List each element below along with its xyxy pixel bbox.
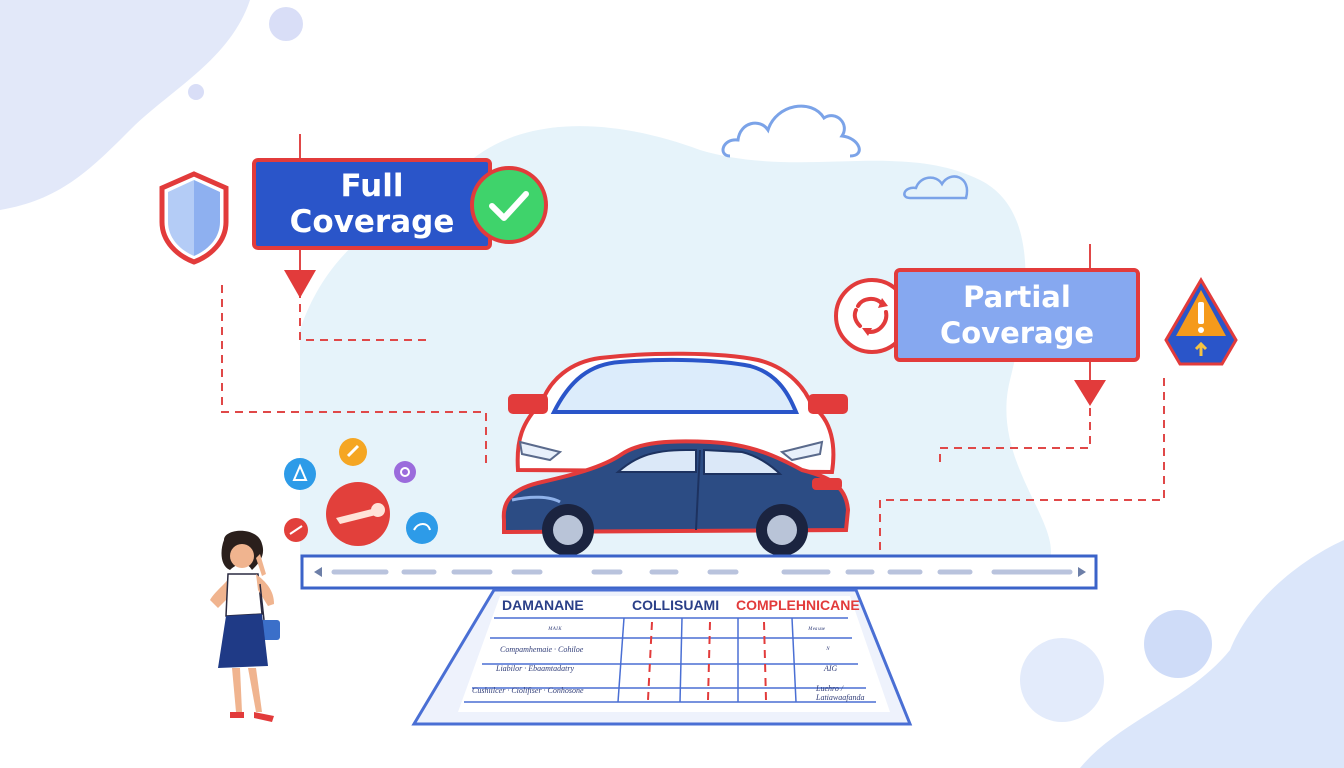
table-row-value: AIG <box>824 664 838 673</box>
table-row-label: Compamhemaie · Cohiloe <box>500 645 584 654</box>
table-row-label: Cushiilcer · Ciolifiser · Conhosone <box>472 686 584 695</box>
bubble <box>188 84 204 100</box>
top-left-blob <box>0 0 250 210</box>
table-header-comprehensive: COMPLEHNICANE <box>736 597 860 613</box>
table-header-collision: COLLISUAMI <box>632 597 720 613</box>
full-coverage-label: Full Coverage <box>252 158 492 250</box>
blue-badge-icon <box>406 512 438 544</box>
check-icon <box>470 166 548 244</box>
bottom-right-blob <box>1080 540 1344 768</box>
person-illustration <box>210 530 280 722</box>
car-illustration <box>501 351 851 556</box>
partial-coverage-label: Partial Coverage <box>894 268 1140 362</box>
road-timeline <box>300 554 1098 590</box>
warning-icon <box>1164 277 1238 366</box>
table-header-damage: DAMANANE <box>502 597 584 613</box>
blue-badge-icon <box>284 458 316 490</box>
table-row-label: Liabilor · Ebaamtadatry <box>496 664 575 673</box>
bubble <box>1020 638 1104 722</box>
table-row-value: Luehro / Latiawaafanda <box>816 684 865 702</box>
full-coverage-line1: Full <box>340 168 404 204</box>
partial-coverage-line2: Coverage <box>939 316 1095 350</box>
bubble <box>269 7 303 41</box>
arrow-down <box>284 270 316 298</box>
full-coverage-line2: Coverage <box>289 204 455 240</box>
table-row-label: ᴹᴬᴵᴷ <box>548 625 562 634</box>
table-row-value: ᴺ <box>826 645 830 654</box>
cloud-icon <box>903 175 969 200</box>
partial-coverage-line1: Partial <box>963 280 1071 314</box>
arrow-down <box>1074 380 1106 406</box>
cloud-icon <box>721 104 861 158</box>
floating-icons <box>284 438 438 546</box>
coverage-table-frame <box>411 588 913 726</box>
purple-badge-icon <box>394 461 416 483</box>
bubble <box>1144 610 1212 678</box>
shield-icon <box>159 171 229 265</box>
table-row-value: ᴹᵉᵃᵘᵘᵉ <box>808 625 825 634</box>
